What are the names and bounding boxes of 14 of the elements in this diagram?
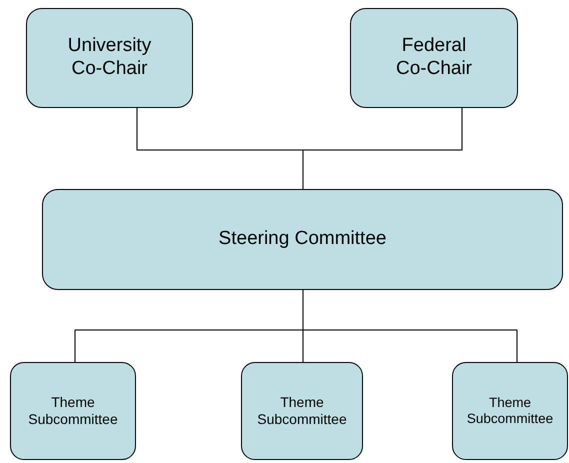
org-box [42, 189, 563, 290]
org-box [10, 362, 136, 460]
org-box [452, 362, 568, 460]
node-label: Steering Committee [218, 228, 388, 251]
org-box [26, 8, 193, 108]
org-box [350, 8, 518, 108]
connector-line [302, 108, 462, 190]
connector-line [302, 290, 518, 362]
node-label: Theme Subcommittee [256, 394, 348, 428]
node-label: University Co-Chair [66, 35, 152, 81]
org-box [241, 362, 363, 460]
node-label: Theme Subcommittee [27, 394, 119, 428]
node-label: Federal Co-Chair [394, 35, 474, 81]
node-label: Theme Subcommittee [466, 394, 554, 428]
